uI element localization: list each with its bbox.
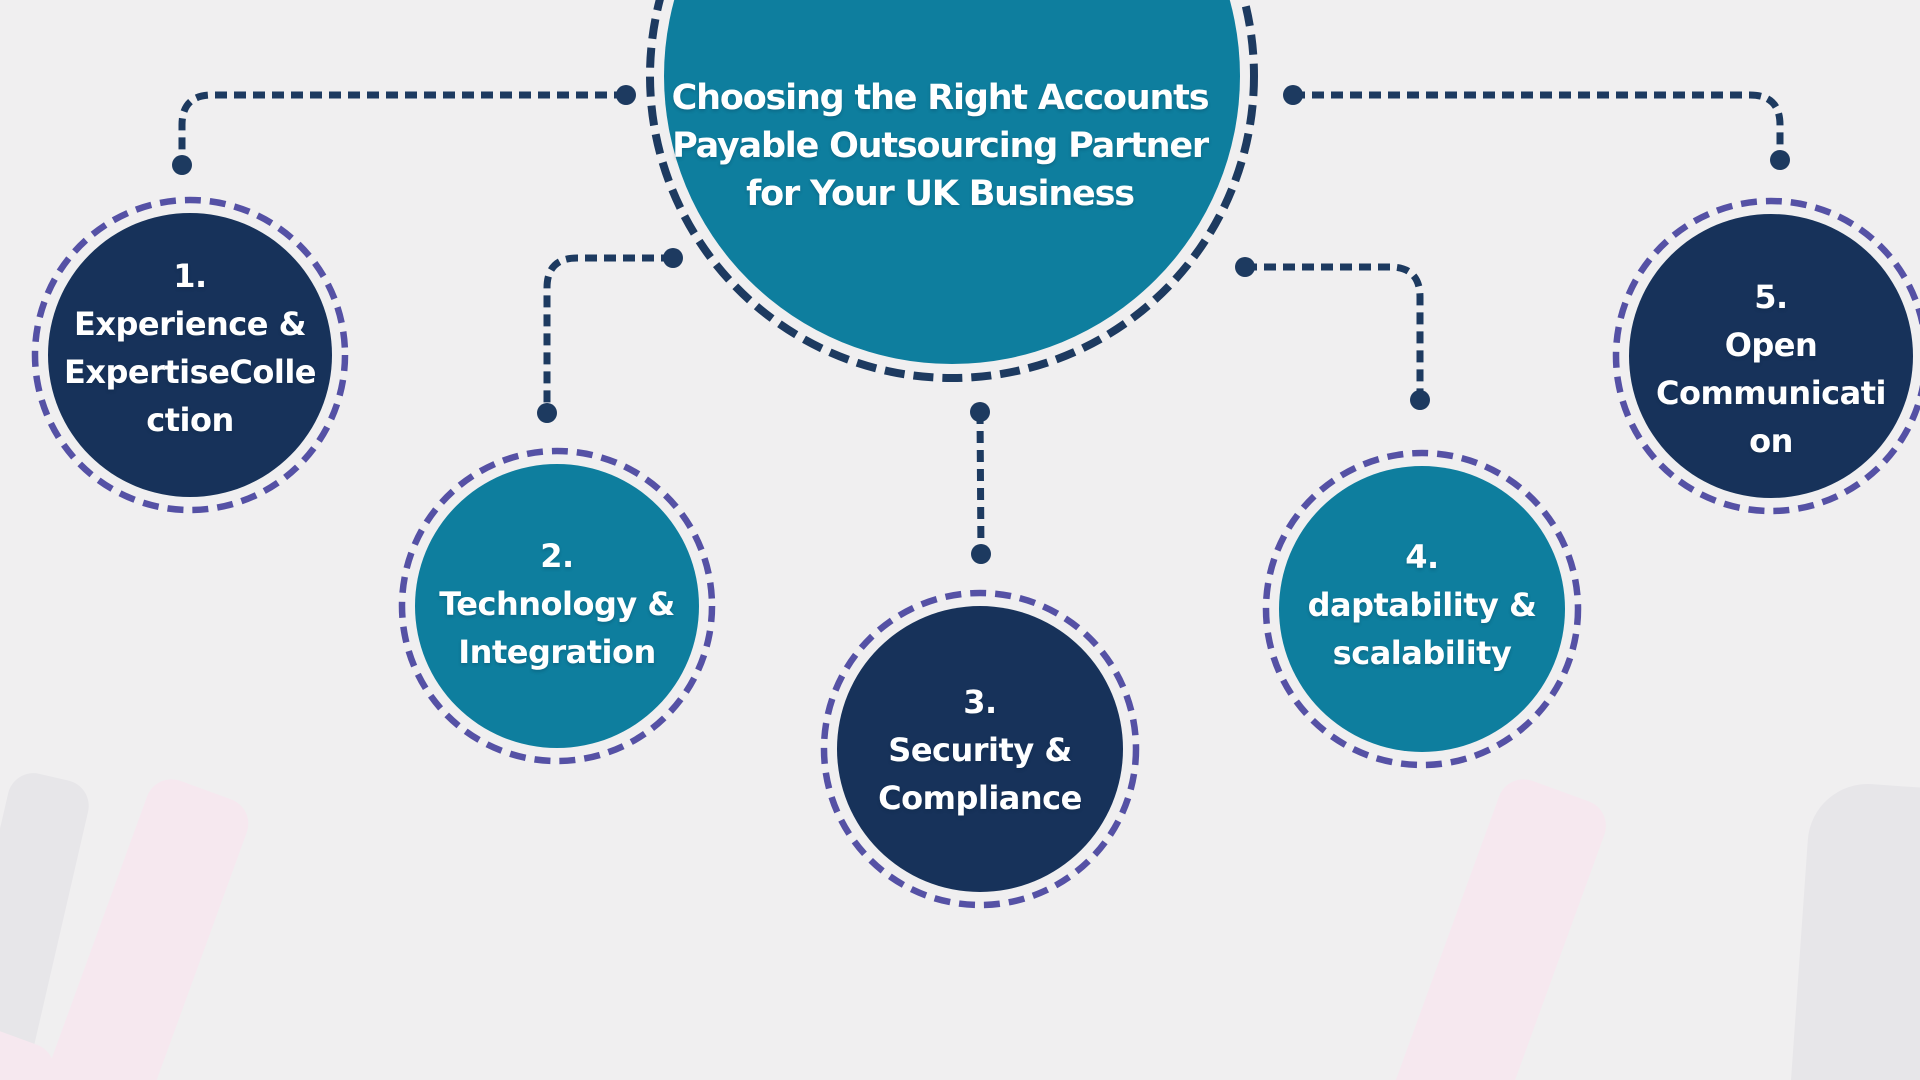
node-1-circle — [48, 213, 332, 497]
connector-4-end-dot — [1410, 390, 1430, 410]
node-2-line-2: Integration — [458, 633, 656, 671]
node-5-line-2: Communicati — [1655, 374, 1887, 412]
node-3-label: 3. Security & Compliance — [878, 678, 1082, 822]
node-2-number: 2. — [540, 537, 574, 575]
node-1-line-3: ction — [146, 401, 234, 439]
node-1-ring — [31, 196, 349, 514]
node-2-line-1: Technology & — [439, 585, 675, 623]
node-5-circle — [1629, 214, 1913, 498]
connector-1-end-dot — [172, 155, 192, 175]
node-2-ring — [398, 447, 716, 765]
node-3-number: 3. — [963, 683, 997, 721]
node-1-line-1: Experience & — [73, 305, 307, 343]
connector-5-end-dot — [1770, 150, 1790, 170]
node-1-line-2: ExpertiseColle — [63, 353, 317, 391]
node-5-label: 5. Open Communicati on — [1655, 273, 1887, 465]
hub-title-line-1: Choosing the Right Accounts — [671, 78, 1210, 118]
connector-2 — [543, 254, 673, 413]
connector-1-start-dot — [616, 85, 636, 105]
node-4-line-1: daptability & — [1307, 586, 1537, 624]
hub-title: Choosing the Right Accounts Payable Outs… — [671, 74, 1210, 218]
connector-5-start-dot — [1283, 85, 1303, 105]
connector-3-start-dot — [970, 402, 990, 422]
connector-3-end-dot — [971, 544, 991, 564]
node-3-ring — [820, 589, 1140, 909]
node-5-line-1: Open — [1724, 326, 1818, 364]
node-2-circle — [415, 464, 699, 748]
hub-title-line-3: for Your UK Business — [746, 174, 1135, 214]
node-5-line-3: on — [1749, 422, 1793, 460]
node-5-number: 5. — [1754, 278, 1788, 316]
node-4-circle — [1279, 466, 1565, 752]
hub-circle-ring — [646, 0, 1258, 382]
hub-title-line-2: Payable Outsourcing Partner — [672, 126, 1209, 166]
hub-circle — [664, 0, 1240, 364]
node-2-label: 2. Technology & Integration — [439, 532, 675, 676]
node-5-ring — [1612, 197, 1920, 515]
node-1-label: 1. Experience & ExpertiseColle ction — [63, 252, 317, 444]
node-3-line-2: Compliance — [878, 779, 1082, 817]
node-4-ring — [1262, 449, 1582, 769]
node-3-circle — [837, 606, 1123, 892]
connector-2-end-dot — [537, 403, 557, 423]
connector-2-start-dot — [663, 248, 683, 268]
node-3-line-1: Security & — [888, 731, 1072, 769]
node-4-line-2: scalability — [1332, 634, 1512, 672]
connector-3 — [976, 411, 985, 555]
connector-4-start-dot — [1235, 257, 1255, 277]
node-4-number: 4. — [1405, 538, 1439, 576]
connector-5 — [1293, 91, 1784, 160]
node-1-number: 1. — [173, 257, 207, 295]
connector-1 — [178, 91, 626, 165]
connector-4 — [1245, 263, 1424, 400]
node-4-label: 4. daptability & scalability — [1308, 533, 1537, 677]
